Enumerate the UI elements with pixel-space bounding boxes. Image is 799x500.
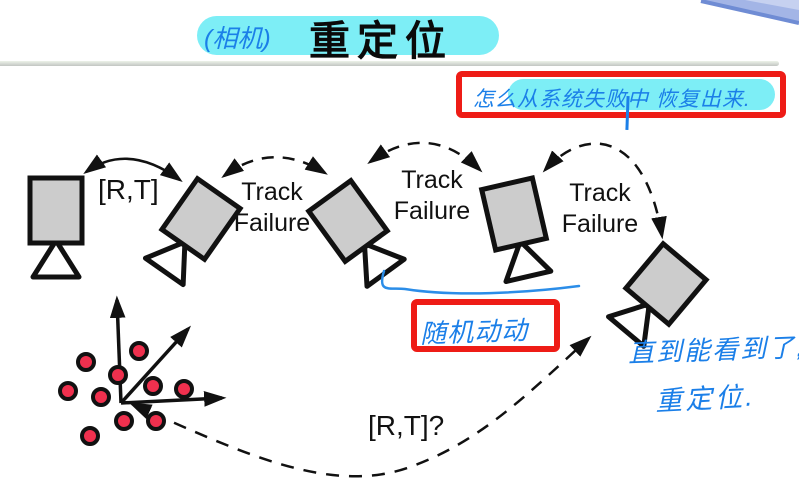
rt-query-curve (128, 335, 592, 478)
track-failure-label-2: Track Failure (382, 165, 482, 227)
annotation-random-move-text: 随机动动 (419, 315, 529, 349)
page-title: 重定位 (309, 18, 453, 64)
track-failure-arc-1 (221, 156, 328, 179)
track-failure-label-3: Track Failure (550, 178, 650, 240)
title-highlight (197, 16, 499, 55)
track-failure-line2: Failure (233, 209, 311, 237)
annotation-recover-text: 怎么从系统失败中 恢复出来. (473, 88, 751, 111)
camera-1-icon (27, 175, 85, 280)
map-point (146, 411, 166, 431)
rt-label: [R,T] (98, 174, 159, 205)
camera-5-icon (606, 240, 710, 349)
rt-query-label: [R,T]? (368, 410, 445, 441)
title-underline (0, 61, 779, 66)
map-point (58, 381, 78, 401)
track-failure-line2: Failure (561, 210, 639, 238)
pen-underline-curve (380, 269, 581, 295)
annotation-note-line2: 重定位. (654, 381, 757, 417)
map-point (129, 341, 149, 361)
track-failure-label-1: Track Failure (222, 177, 322, 239)
camera-2-icon (142, 175, 244, 288)
annotation-note-line1: 直到能看到了, (627, 331, 799, 369)
track-failure-arc-3 (542, 142, 667, 240)
map-point (91, 387, 111, 407)
annotation-box-random-move: 随机动动 (411, 299, 560, 352)
annotation-highlight (508, 79, 775, 110)
track-failure-line1: Track (569, 179, 631, 207)
track-failure-line1: Track (241, 178, 303, 206)
map-axes (109, 295, 227, 407)
track-failure-line1: Track (401, 166, 463, 194)
map-points (58, 341, 194, 446)
annotation-box-recover: 怎么从系统失败中 恢复出来. (456, 71, 786, 118)
map-point (76, 352, 96, 372)
map-point (80, 426, 100, 446)
title-annotation-handwriting: (相机) (204, 25, 271, 53)
map-point (143, 376, 163, 396)
track-failure-arc-2 (367, 141, 483, 173)
map-point (108, 365, 128, 385)
camera-3-icon (305, 177, 407, 289)
map-point (174, 379, 194, 399)
rt-arc-arrow (83, 154, 183, 182)
corner-band-decoration (700, 0, 799, 25)
track-failure-line2: Failure (393, 197, 471, 225)
camera-4-icon (478, 174, 554, 285)
map-point (114, 411, 134, 431)
